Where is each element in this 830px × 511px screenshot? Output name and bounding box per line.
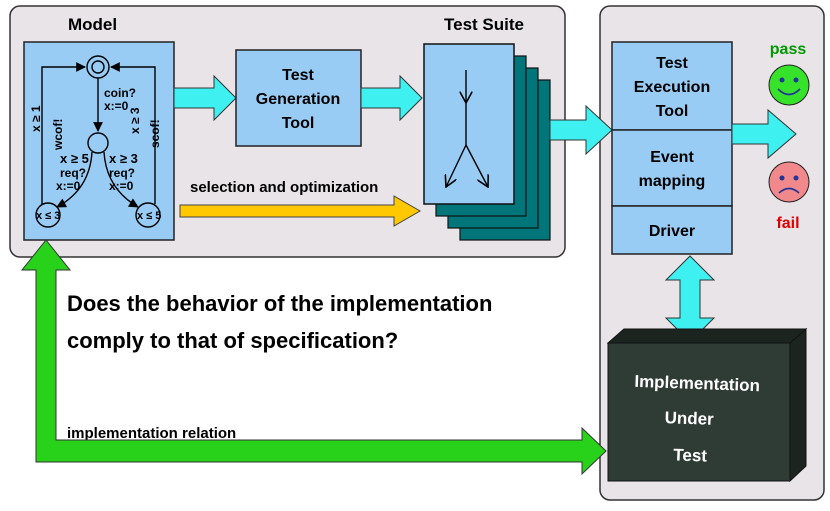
svg-text:req?: req? xyxy=(60,166,86,180)
exec-label-1: Test xyxy=(656,55,688,72)
svg-text:x:=0: x:=0 xyxy=(104,99,129,113)
initial-state-inner xyxy=(91,60,105,74)
svg-text:req?: req? xyxy=(109,166,135,180)
iut-box xyxy=(606,327,808,483)
model-state-machine xyxy=(35,55,161,228)
state-left xyxy=(35,202,61,228)
impl-relation-arrow xyxy=(20,239,607,476)
question-line-2: comply to that of specification? xyxy=(67,328,398,353)
exec-label-3: Tool xyxy=(656,103,689,120)
svg-text:x ≤ 5: x ≤ 5 xyxy=(137,210,161,222)
test-suite-stack xyxy=(423,43,551,241)
selection-label: selection and optimization xyxy=(190,179,378,196)
arrow-execution-to-verdict xyxy=(731,108,797,160)
iut-label-1: Implementation xyxy=(634,372,760,395)
test-suite-title: Test Suite xyxy=(444,15,524,34)
exec-label-2: Execution xyxy=(634,79,710,96)
test-execution-tool-box xyxy=(611,41,733,131)
driver-box xyxy=(611,205,733,255)
arrow-model-to-generation xyxy=(173,74,237,122)
iut-label-2: Under xyxy=(664,408,714,429)
test-generation-label-2: Generation xyxy=(256,91,340,108)
arrow-suite-to-execution xyxy=(549,104,613,156)
svg-text:x ≤ 3: x ≤ 3 xyxy=(36,210,60,222)
sad-face-icon xyxy=(768,161,810,203)
svg-text:x:=0: x:=0 xyxy=(109,179,134,193)
middle-state xyxy=(87,132,109,154)
driver-label: Driver xyxy=(649,223,695,240)
svg-text:x:=0: x:=0 xyxy=(56,179,81,193)
happy-face-icon xyxy=(768,64,810,106)
pass-label: pass xyxy=(770,41,807,58)
svg-text:x ≥ 3: x ≥ 3 xyxy=(109,151,138,166)
event-label-1: Event xyxy=(650,149,694,166)
selection-arrow xyxy=(179,195,422,227)
event-mapping-box xyxy=(611,129,733,207)
iut-label-3: Test xyxy=(673,445,708,465)
arrow-generation-to-suite xyxy=(360,74,423,122)
initial-state xyxy=(86,55,110,79)
question-line-1: Does the behavior of the implementation xyxy=(67,291,492,316)
test-generation-tool-box xyxy=(235,49,362,147)
impl-relation-label: implementation relation xyxy=(67,425,236,442)
model-labels: coin? x:=0 x ≥ 1 wcof! x ≥ 3 scof! x ≥ 5… xyxy=(29,86,162,222)
svg-text:wcof!: wcof! xyxy=(51,119,65,151)
state-right xyxy=(135,202,161,228)
svg-text:x ≥ 1: x ≥ 1 xyxy=(29,105,43,132)
svg-text:x ≥ 3: x ≥ 3 xyxy=(128,107,142,134)
model-title: Model xyxy=(68,15,117,34)
svg-text:x ≥ 5: x ≥ 5 xyxy=(60,151,89,166)
test-generation-label-1: Test xyxy=(282,67,314,84)
event-label-2: mapping xyxy=(639,173,706,190)
svg-text:scof!: scof! xyxy=(148,119,162,148)
fail-label: fail xyxy=(776,215,799,232)
svg-text:coin?: coin? xyxy=(104,86,136,100)
test-generation-label-3: Tool xyxy=(282,115,315,132)
